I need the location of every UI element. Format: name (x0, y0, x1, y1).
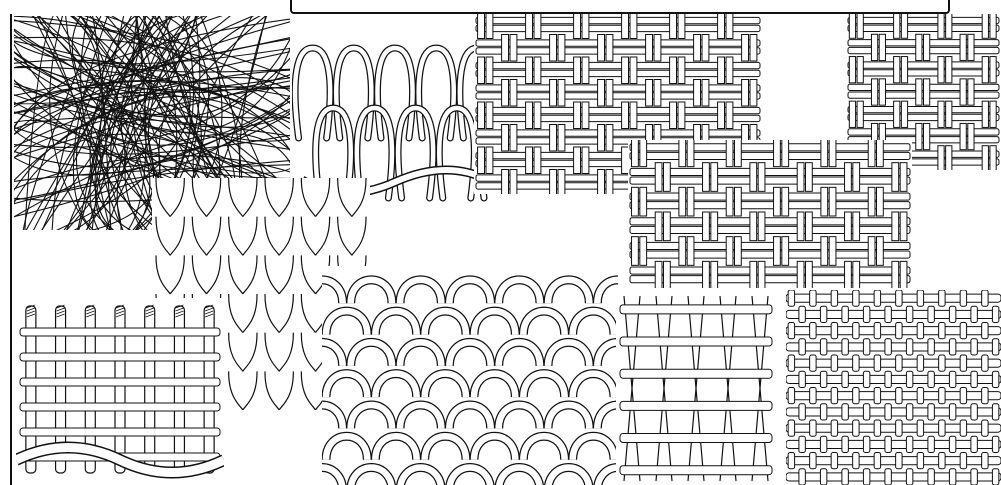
dense-weave-swatch-art (786, 290, 1001, 485)
frame-left-border (0, 14, 12, 485)
pile-weave-swatch-art (16, 298, 224, 485)
purl-loops-swatch (322, 266, 618, 485)
purl-loops-swatch-art (322, 266, 618, 485)
dense-weave-swatch (786, 290, 1001, 485)
plain-weave-mid-swatch (628, 140, 912, 288)
pile-weave-swatch (16, 298, 224, 485)
plain-weave-mid-swatch-art (628, 140, 912, 288)
leno-weave-swatch (616, 292, 776, 485)
frame-tab (290, 0, 950, 14)
leno-weave-swatch-art (616, 292, 776, 485)
